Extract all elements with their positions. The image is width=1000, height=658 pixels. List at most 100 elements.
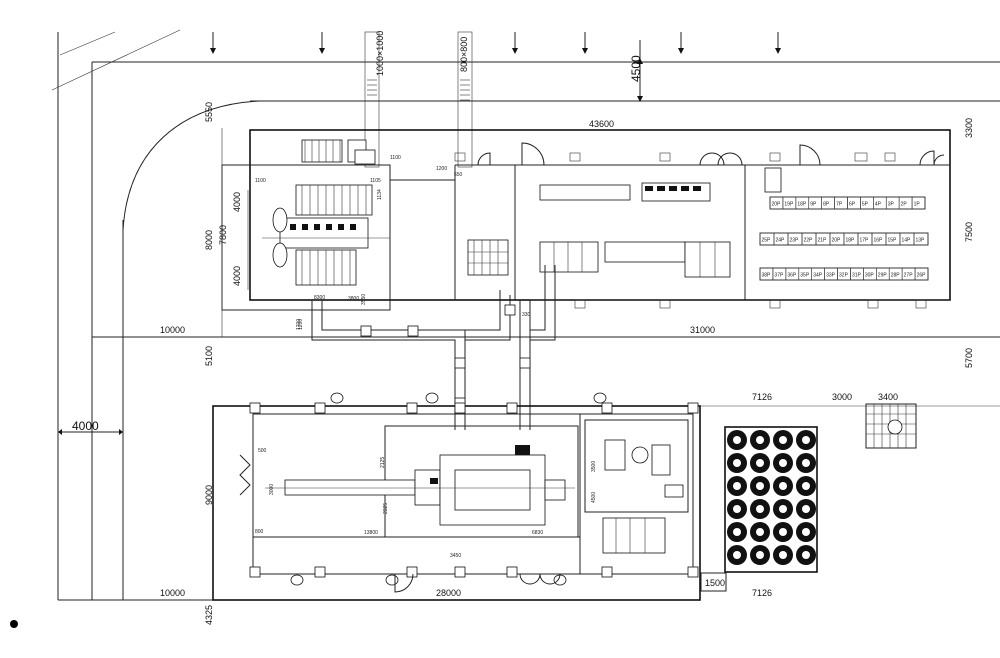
- cabinet-label: 31P: [852, 273, 862, 279]
- dim-650: 650: [454, 172, 463, 178]
- cooling-fan-hub: [756, 551, 764, 559]
- dim-2325: 2325: [383, 503, 389, 514]
- cabinet-label: 29P: [878, 273, 888, 279]
- dim-1100b: 1100: [390, 155, 401, 161]
- column-marker: [314, 566, 326, 578]
- cabinet-label: 15P: [888, 238, 898, 244]
- column-marker: [601, 566, 613, 578]
- cooling-fan-hub: [802, 459, 810, 467]
- dim-800: 800: [255, 529, 264, 535]
- dim-43600: 43600: [589, 119, 614, 129]
- upper-building: [221, 128, 951, 337]
- dim-9000: 9000: [204, 485, 214, 505]
- cooling-fan-hub: [779, 482, 787, 490]
- cabinet-label: 6P: [849, 202, 856, 208]
- dim-3000-lower: 3000: [269, 484, 275, 495]
- cabinet-label: 16P: [874, 238, 884, 244]
- cabinet-cell: [911, 196, 926, 210]
- cabinet-label: 30P: [865, 273, 875, 279]
- dim-3400: 3400: [878, 392, 898, 402]
- dim-7126a: 7126: [752, 392, 772, 402]
- dim-4000b: 4000: [232, 266, 242, 286]
- cooling-fan-hub: [779, 505, 787, 513]
- cooling-fan-hub: [733, 459, 741, 467]
- dim-3000: 3000: [832, 392, 852, 402]
- wall-marks-upper: [574, 299, 927, 309]
- dim-4000a: 4000: [232, 192, 242, 212]
- dim-3300: 3300: [964, 118, 974, 138]
- dim-3550: 3550: [361, 294, 367, 305]
- cabinet-label: 8P: [823, 202, 830, 208]
- cabinet-label: 19P: [784, 202, 794, 208]
- dim-5550: 5550: [204, 102, 214, 122]
- column-marker: [601, 402, 613, 414]
- cabinet-cell: [913, 232, 929, 246]
- dim-10000-bot: 10000: [160, 588, 185, 598]
- dim-pipe-1000: 1000×1000: [375, 31, 385, 76]
- doors-upper: [477, 142, 945, 166]
- cabinet-label: 35P: [800, 273, 810, 279]
- column-marker: [506, 566, 518, 578]
- cabinet-label: 20P: [832, 238, 842, 244]
- dim-7500: 7500: [964, 222, 974, 242]
- cabinet-label: 33P: [826, 273, 836, 279]
- cooling-fan-hub: [733, 505, 741, 513]
- cooling-fan-hub: [802, 505, 810, 513]
- column-marker: [687, 402, 699, 414]
- cabinet-label: 18P: [846, 238, 856, 244]
- trench-joints: [360, 304, 531, 409]
- dim-road-4000: 4000: [72, 419, 99, 433]
- dim-top-4500: 4500: [629, 55, 643, 82]
- dim-330: 330: [522, 312, 531, 318]
- list-bullet: [10, 620, 18, 628]
- dim-3800: 3800: [348, 296, 359, 302]
- dim-8300: 8300: [314, 295, 325, 301]
- lower-columns: [249, 392, 699, 586]
- dim-1105: 1105: [370, 178, 381, 184]
- column-marker: [406, 566, 418, 578]
- cooling-fan-hub: [802, 482, 810, 490]
- dim-5700: 5700: [964, 348, 974, 368]
- cabinet-label: 17P: [860, 238, 870, 244]
- cabinet-label: 2P: [901, 202, 908, 208]
- cooling-fan-hub: [733, 436, 741, 444]
- cooling-fan-hub: [756, 436, 764, 444]
- column-marker: [249, 402, 261, 414]
- transformer-equipment: [247, 139, 390, 290]
- cabinet-label: 37P: [774, 273, 784, 279]
- dim-31000: 31000: [690, 325, 715, 335]
- cabinet-label: 26P: [917, 273, 927, 279]
- cabinet-label: 28P: [891, 273, 901, 279]
- dim-3500: 3500: [591, 461, 597, 472]
- cabinet-label: 18P: [797, 202, 807, 208]
- cabinet-label: 32P: [839, 273, 849, 279]
- dim-13800: 13800: [364, 530, 378, 536]
- cabinet-label: 20P: [772, 202, 782, 208]
- dim-5100: 5100: [204, 346, 214, 366]
- cabinet-label: 38P: [762, 273, 772, 279]
- dim-1200: 1200: [436, 166, 447, 172]
- vent-marker: [425, 392, 439, 404]
- dim-pipe-800: 800×800: [459, 37, 469, 72]
- dim-6830: 6830: [532, 530, 543, 536]
- dim-1200b: 1200: [298, 319, 304, 330]
- dim-500: 500: [258, 448, 267, 454]
- dim-7126b: 7126: [752, 588, 772, 598]
- cabinet-label: 25P: [762, 238, 772, 244]
- column-marker: [406, 402, 418, 414]
- dim-8000: 8000: [204, 230, 214, 250]
- cabinet-label: 36P: [787, 273, 797, 279]
- dim-2125: 2125: [380, 457, 386, 468]
- dim-1134: 1134: [377, 189, 383, 200]
- cooling-fan-hub: [779, 459, 787, 467]
- cooling-fan-hub: [779, 551, 787, 559]
- turbine-generator: [239, 445, 575, 526]
- cooling-fan-hub: [733, 528, 741, 536]
- cooling-fan-hub: [756, 528, 764, 536]
- cooling-fan-hub: [733, 551, 741, 559]
- dim-7800: 7800: [218, 225, 228, 245]
- dim-4500b: 4500: [591, 492, 597, 503]
